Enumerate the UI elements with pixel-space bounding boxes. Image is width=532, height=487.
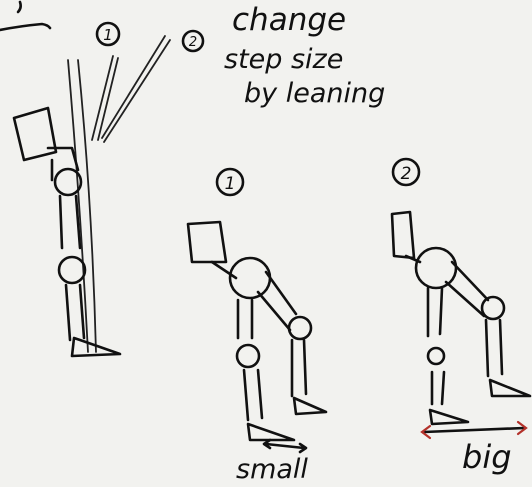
figure-2-head-box <box>392 212 414 258</box>
figure-2-back-knee <box>428 348 444 364</box>
caption: change step size by leaning <box>224 2 385 109</box>
caption-line-3: by leaning <box>244 78 385 109</box>
caption-line-2: step size <box>224 44 343 75</box>
marker-2: 2 <box>183 31 203 51</box>
marker-1: 1 <box>97 23 119 45</box>
figure-2-hip-joint <box>416 248 456 288</box>
marker-2-text: 2 <box>189 35 197 50</box>
standing-knee-joint <box>59 257 85 283</box>
small-arrow <box>266 444 304 448</box>
big-arrow <box>424 428 524 432</box>
standing-figure <box>14 36 170 356</box>
small-label: small <box>236 454 308 485</box>
lean-line-1 <box>92 56 113 140</box>
caption-line-1: change <box>232 2 346 38</box>
big-label: big <box>462 438 512 476</box>
figure-1-head-box <box>188 222 226 262</box>
figure-2-label: 2 <box>401 164 412 184</box>
figure-1: 1 small <box>188 169 326 485</box>
figure-2-front-knee <box>482 297 504 319</box>
figure-1-label: 1 <box>225 174 236 194</box>
marker-1-text: 1 <box>103 26 113 44</box>
standing-head-box <box>14 108 56 160</box>
corner-scribble <box>0 2 50 30</box>
figure-2: 2 big <box>392 159 530 476</box>
lean-line-2b <box>104 40 170 142</box>
figure-1-back-knee <box>237 345 259 367</box>
figure-1-front-knee <box>289 317 311 339</box>
